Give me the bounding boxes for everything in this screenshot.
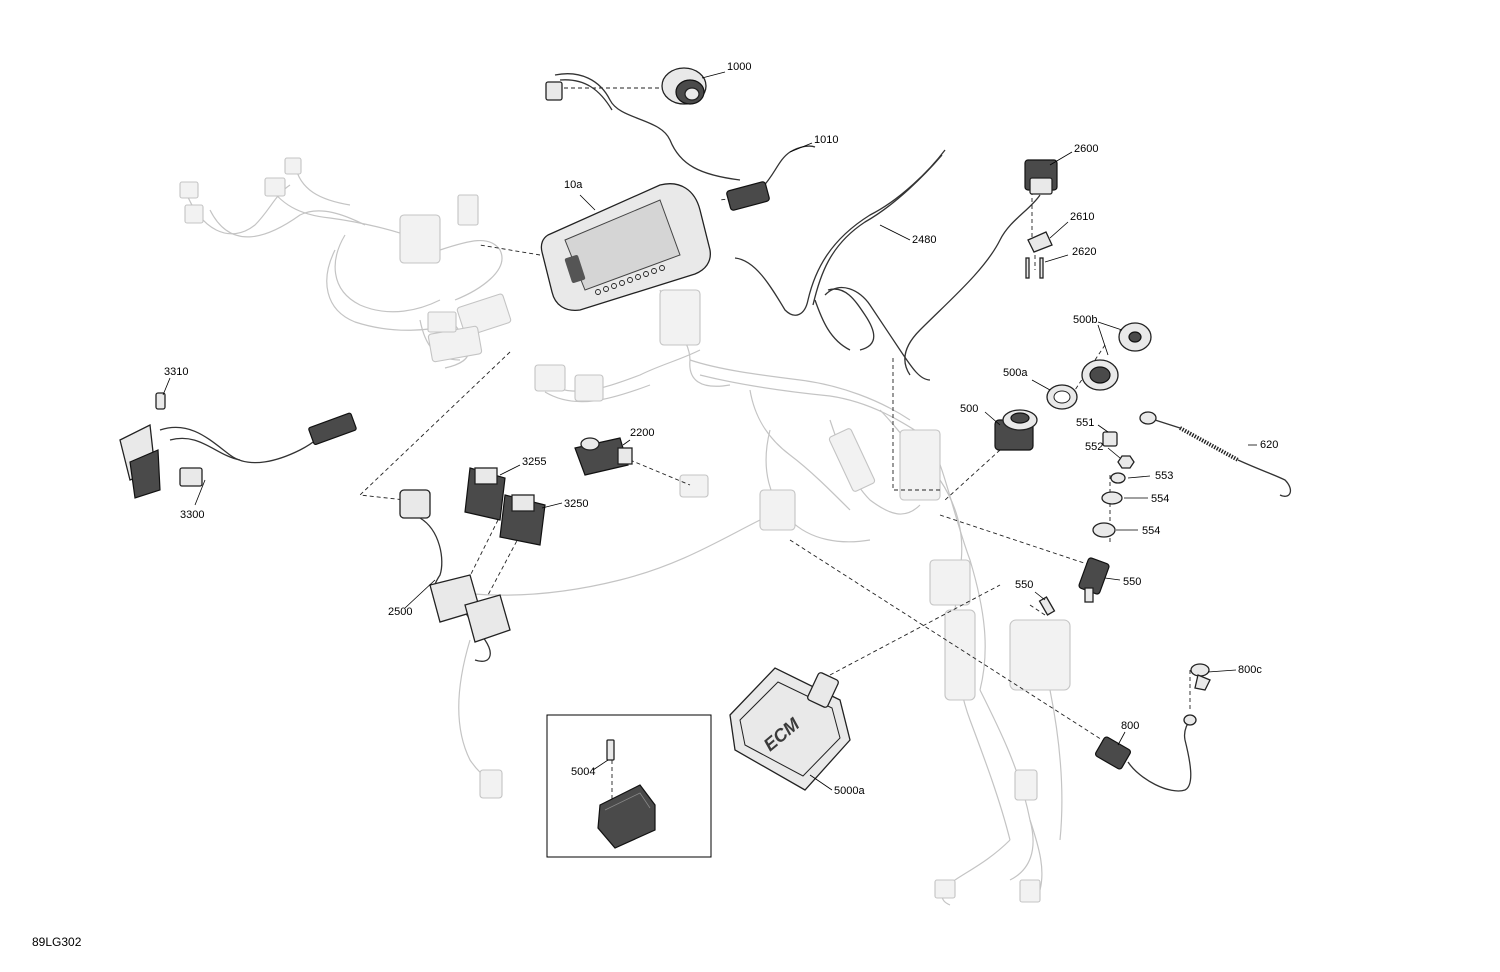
callout-500b: 500b — [1073, 314, 1097, 326]
callout-552: 552 — [1085, 441, 1103, 453]
part-3250-relay — [499, 494, 546, 546]
part-551-nut — [1102, 431, 1118, 447]
callout-1010: 1010 — [814, 134, 838, 146]
callout-3250: 3250 — [564, 498, 588, 510]
callout-800: 800 — [1121, 720, 1139, 732]
callout-10a: 10a — [564, 179, 583, 191]
part-550-switch — [1038, 557, 1110, 616]
callout-2500: 2500 — [388, 606, 412, 618]
callout-500: 500 — [960, 403, 978, 415]
callout-2200: 2200 — [630, 427, 654, 439]
callout-800c: 800c — [1238, 664, 1262, 676]
part-500-ignition-switch — [994, 409, 1038, 451]
part-552-nut — [1117, 455, 1135, 469]
part-500b-key-cap — [1081, 322, 1152, 391]
part-2200-sensor — [574, 437, 633, 476]
part-2610-bracket — [1027, 231, 1053, 253]
part-500a-ring-nut — [1046, 384, 1078, 410]
part-620-tether-cord — [1139, 411, 1292, 497]
leader-lines — [162, 71, 1257, 791]
part-553-washer — [1110, 472, 1126, 484]
callout-553: 553 — [1155, 470, 1173, 482]
callout-550-right: 550 — [1123, 576, 1141, 588]
part-10a-display-cluster — [540, 183, 711, 311]
callout-550-left: 550 — [1015, 579, 1033, 591]
callout-5004: 5004 — [571, 766, 595, 778]
callout-554-upper: 554 — [1151, 493, 1169, 505]
dashed-reference-lines — [358, 87, 1191, 820]
callout-2610: 2610 — [1070, 211, 1094, 223]
part-5000a-ecm: ECM — [729, 667, 851, 791]
part-2600-switch — [904, 159, 1058, 376]
callout-620: 620 — [1260, 439, 1278, 451]
callout-labels: 1000 1010 10a 2480 2600 2610 2620 500b 5… — [164, 61, 1278, 797]
callout-500a: 500a — [1003, 367, 1028, 379]
callout-3255: 3255 — [522, 456, 546, 468]
callout-2600: 2600 — [1074, 143, 1098, 155]
callout-1000: 1000 — [727, 61, 751, 73]
part-3255-relay — [464, 467, 506, 521]
callout-3300: 3300 — [180, 509, 204, 521]
part-800c-boot — [1190, 663, 1211, 691]
callout-3310: 3310 — [164, 366, 188, 378]
callout-2620: 2620 — [1072, 246, 1096, 258]
inset-5004-box — [546, 714, 712, 858]
part-3300-relay-harness — [119, 412, 357, 499]
part-3310-screw — [155, 392, 166, 410]
part-1010-harness-connector — [726, 145, 816, 211]
callout-2480: 2480 — [912, 234, 936, 246]
callout-554-lower: 554 — [1142, 525, 1160, 537]
part-554-washers — [1092, 491, 1123, 538]
callout-5000a: 5000a — [834, 785, 865, 797]
callout-551: 551 — [1076, 417, 1094, 429]
part-800-sensor-cable — [1095, 714, 1197, 792]
figure-id: 89LG302 — [32, 935, 82, 949]
main-wiring-harness-ghost — [179, 157, 1071, 906]
part-2500-relay-harness — [399, 489, 511, 662]
part-2620-screws — [1025, 257, 1044, 279]
part-1000-power-socket — [545, 67, 741, 181]
part-2480-wire-lead — [734, 149, 946, 381]
